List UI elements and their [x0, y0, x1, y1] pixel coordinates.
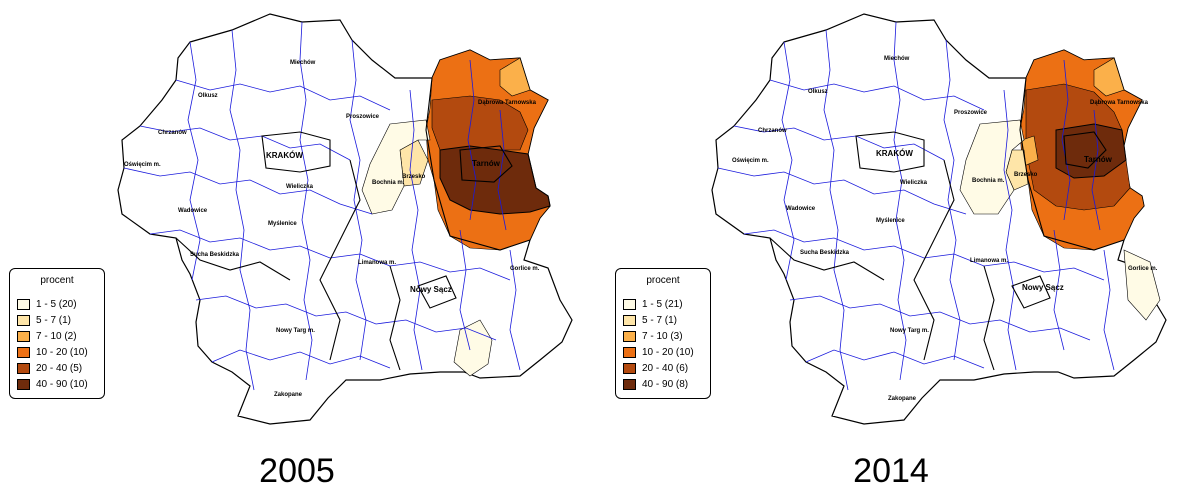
legend-2014: procent 1 - 5 (21) 5 - 7 (1) 7 - 10 (3) … [615, 268, 711, 399]
map-panel-2005: Miechów Olkusz Chrzanów Oświęcim m. KRAK… [0, 0, 594, 494]
commune-boundaries [717, 21, 1115, 391]
legend-swatch [17, 346, 30, 358]
legend-label: 5 - 7 (1) [642, 314, 678, 326]
legend-swatch [17, 330, 30, 342]
year-label: 2014 [853, 452, 929, 490]
legend-item: 7 - 10 (2) [10, 328, 104, 344]
place-label: Miechów [884, 56, 910, 62]
place-label: Nowy Sącz [410, 285, 452, 294]
zone-7-10 [499, 57, 531, 97]
place-label: Sucha Beskidzka [190, 252, 240, 258]
legend-item: 10 - 20 (10) [616, 344, 710, 360]
legend-swatch [623, 346, 636, 358]
place-label: Chrzanów [158, 130, 187, 136]
legend-item: 7 - 10 (3) [616, 328, 710, 344]
legend-item: 1 - 5 (20) [10, 296, 104, 312]
legend-label: 5 - 7 (1) [36, 314, 72, 326]
place-label: Tarnów [1084, 155, 1113, 164]
place-label: Dąbrowa Tarnowska [1090, 100, 1149, 106]
legend-swatch [17, 298, 30, 310]
place-label: Nowy Targ m. [276, 328, 315, 334]
place-label: KRAKÓW [266, 151, 303, 160]
legend-title: procent [40, 275, 74, 286]
legend-swatch [623, 314, 636, 326]
commune-boundaries [123, 21, 521, 391]
place-label: Wieliczka [900, 180, 928, 186]
place-labels: Miechów Olkusz Chrzanów Oświęcim m. KRAK… [732, 56, 1158, 402]
legend-label: 7 - 10 (2) [36, 330, 77, 342]
legend-label: 7 - 10 (3) [642, 330, 683, 342]
legend-item: 40 - 90 (8) [616, 376, 710, 392]
place-label: Bochnia m. [372, 180, 405, 186]
place-label: Oświęcim m. [124, 162, 161, 168]
place-label: Myślenice [876, 218, 905, 224]
legend-label: 40 - 90 (8) [642, 378, 689, 390]
year-label: 2005 [259, 452, 335, 490]
legend-item: 10 - 20 (10) [10, 344, 104, 360]
place-label: Proszowice [346, 114, 380, 120]
place-label: Brzesko [402, 174, 426, 180]
legend-label: 1 - 5 (21) [642, 298, 683, 310]
zone-1-5-south [453, 319, 493, 377]
place-label: Wadowice [786, 206, 816, 212]
legend-label: 10 - 20 (10) [642, 346, 694, 358]
place-label: Zakopane [274, 392, 303, 398]
place-label: Miechów [290, 60, 316, 66]
legend-item: 5 - 7 (1) [616, 312, 710, 328]
choropleth-map-2014: Miechów Olkusz Chrzanów Oświęcim m. KRAK… [711, 13, 1167, 425]
place-label: Nowy Sącz [1022, 283, 1064, 292]
district-boundaries [175, 77, 531, 371]
district-boundaries [769, 77, 1125, 371]
place-label: Limanowa m. [970, 258, 1008, 264]
legend-swatch [623, 378, 636, 390]
legend-swatch [623, 330, 636, 342]
legend-label: 20 - 40 (6) [642, 362, 689, 374]
place-label: Chrzanów [758, 128, 787, 134]
place-label: Tarnów [472, 159, 501, 168]
legend-swatch [17, 362, 30, 374]
legend-label: 1 - 5 (20) [36, 298, 77, 310]
legend-swatch [17, 314, 30, 326]
zone-20-40 [431, 95, 529, 153]
legend-item: 20 - 40 (5) [10, 360, 104, 376]
place-label: Sucha Beskidzka [800, 250, 850, 256]
place-label: Olkusz [808, 89, 828, 95]
place-label: Wieliczka [286, 184, 314, 190]
place-label: Gorlice m. [1128, 266, 1158, 272]
zone-1-5-west [361, 119, 431, 215]
zone-1-5-south [1123, 249, 1161, 321]
legend-swatch [17, 378, 30, 390]
place-label: Olkusz [198, 93, 218, 99]
legend-item: 1 - 5 (21) [616, 296, 710, 312]
place-label: KRAKÓW [876, 149, 913, 158]
place-label: Nowy Targ m. [890, 328, 929, 334]
place-label: Proszowice [954, 110, 988, 116]
place-label: Limanowa m. [358, 260, 396, 266]
place-labels: Miechów Olkusz Chrzanów Oświęcim m. KRAK… [124, 60, 540, 398]
legend-label: 20 - 40 (5) [36, 362, 83, 374]
legend-item: 20 - 40 (6) [616, 360, 710, 376]
place-label: Oświęcim m. [732, 158, 769, 164]
place-label: Bochnia m. [972, 178, 1005, 184]
legend-swatch [623, 362, 636, 374]
zone-40-90 [1055, 123, 1127, 179]
legend-title: procent [646, 275, 680, 286]
place-label: Dąbrowa Tarnowska [478, 100, 537, 106]
zone-40-90 [439, 145, 551, 215]
legend-item: 40 - 90 (10) [10, 376, 104, 392]
place-label: Myślenice [268, 221, 297, 227]
place-label: Zakopane [888, 396, 917, 402]
choropleth-map-2005: Miechów Olkusz Chrzanów Oświęcim m. KRAK… [117, 13, 573, 425]
legend-item: 5 - 7 (1) [10, 312, 104, 328]
place-label: Brzesko [1014, 172, 1038, 178]
map-panel-2014: Miechów Olkusz Chrzanów Oświęcim m. KRAK… [594, 0, 1188, 494]
place-label: Wadowice [178, 208, 208, 214]
legend-label: 40 - 90 (10) [36, 378, 88, 390]
legend-2005: procent 1 - 5 (20) 5 - 7 (1) 7 - 10 (2) … [9, 268, 105, 399]
legend-label: 10 - 20 (10) [36, 346, 88, 358]
legend-swatch [623, 298, 636, 310]
place-label: Gorlice m. [510, 266, 540, 272]
